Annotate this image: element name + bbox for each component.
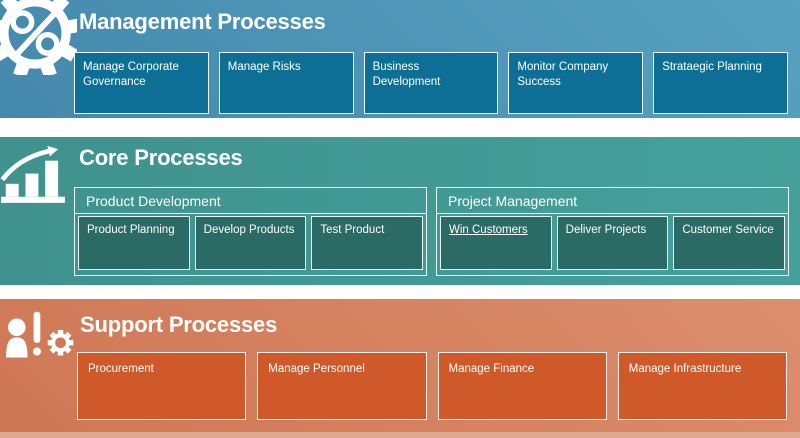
group-product-development: Product Development Product Planning Dev… (74, 187, 427, 276)
group-title-project-management: Project Management (437, 188, 788, 214)
management-boxes-row: Manage Corporate Governance Manage Risks… (74, 52, 788, 114)
band-title-management: Management Processes (79, 9, 326, 34)
box-develop-products: Develop Products (194, 216, 307, 270)
box-product-planning: Product Planning (78, 216, 190, 270)
box-strataegic-planning: Strataegic Planning (653, 52, 788, 114)
box-manage-risks: Manage Risks (218, 52, 354, 114)
box-monitor-company-success: Monitor Company Success (508, 52, 644, 114)
band-title-support: Support Processes (80, 312, 278, 337)
support-processes-band: Support Processes Procurement Manage Per… (0, 299, 800, 432)
box-test-product: Test Product (311, 216, 424, 270)
growth-bar-chart-icon (0, 145, 65, 203)
win-customers-link[interactable]: Win Customers (449, 224, 528, 236)
box-manage-personnel: Manage Personnel (257, 352, 427, 420)
management-processes-band: Management Processes Manage Corporate Go… (0, 0, 800, 118)
box-customer-service: Customer Service (673, 216, 786, 270)
core-groups-row: Product Development Product Planning Dev… (74, 187, 789, 276)
box-manage-corporate-governance: Manage Corporate Governance (74, 52, 209, 114)
project-management-boxes-row: Win Customers Deliver Projects Customer … (437, 214, 788, 270)
group-title-product-development: Product Development (75, 188, 426, 214)
partial-next-band-strip (0, 432, 800, 438)
box-win-customers[interactable]: Win Customers (440, 216, 552, 270)
person-exclamation-gear-icon (6, 311, 74, 358)
band-title-core: Core Processes (79, 145, 243, 170)
box-deliver-projects: Deliver Projects (556, 216, 669, 270)
box-procurement: Procurement (77, 352, 247, 420)
support-boxes-row: Procurement Manage Personnel Manage Fina… (77, 352, 787, 420)
gear-percent-arrow-icon (0, 0, 77, 75)
product-development-boxes-row: Product Planning Develop Products Test P… (75, 214, 426, 270)
box-business-development: Business Development (363, 52, 499, 114)
box-manage-infrastructure: Manage Infrastructure (617, 352, 787, 420)
group-project-management: Project Management Win Customers Deliver… (436, 187, 789, 276)
core-processes-band: Core Processes Product Development Produ… (0, 137, 800, 285)
box-manage-finance: Manage Finance (437, 352, 607, 420)
